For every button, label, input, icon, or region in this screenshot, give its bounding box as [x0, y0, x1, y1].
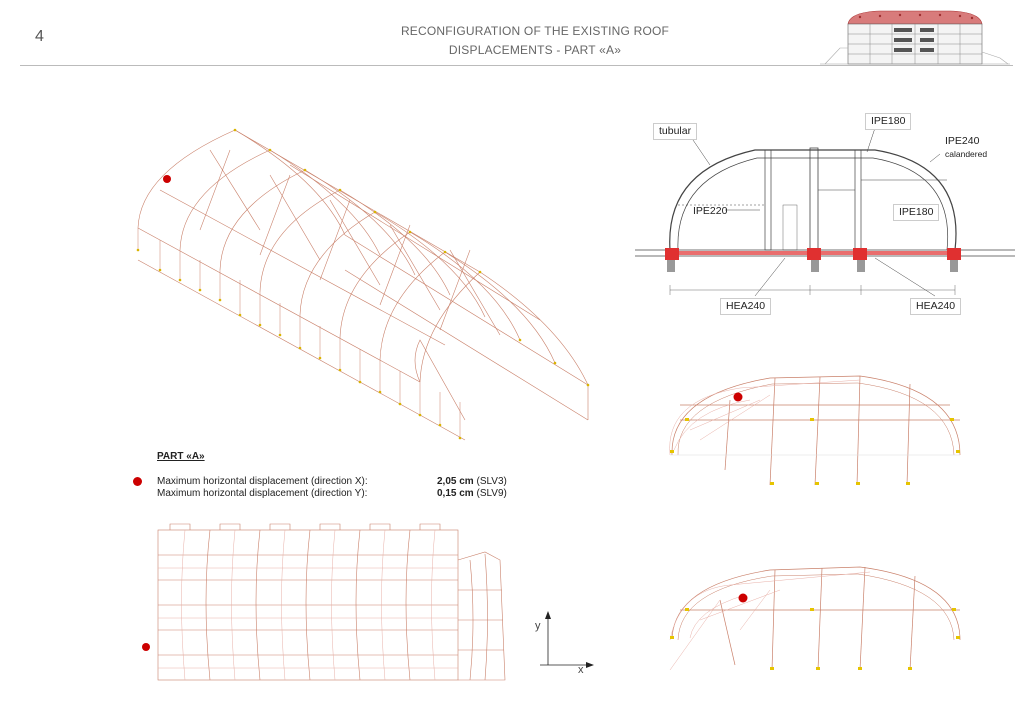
displacement-y-value: 0,15 cm [437, 488, 474, 499]
displacement-x-label: Maximum horizontal displacement (directi… [157, 476, 368, 487]
part-a-title: PART «A» [157, 451, 205, 462]
plan-view-deformed [142, 523, 506, 681]
displacement-y-label: Maximum horizontal displacement (directi… [157, 488, 368, 499]
label-calandered: calandered [945, 149, 988, 159]
building-thumbnail [820, 10, 1010, 65]
label-ipe180-top: IPE180 [865, 113, 912, 130]
cross-section-drawing [635, 127, 1015, 297]
label-ipe240: IPE240 calandered [940, 134, 993, 162]
max-displacement-marker [163, 175, 171, 183]
isometric-model-3d [136, 128, 590, 441]
deformed-front-view-y [669, 566, 961, 671]
displacement-x-value: 2,05 cm [437, 476, 474, 487]
label-ipe220: IPE220 [693, 205, 728, 217]
displacement-y-combo: (SLV9) [476, 488, 507, 499]
page-number: 4 [35, 28, 44, 45]
title-line-1: RECONFIGURATION OF THE EXISTING ROOF [400, 24, 670, 38]
label-hea240-right: HEA240 [910, 298, 962, 315]
red-marker-legend-icon [133, 477, 142, 486]
header-divider [20, 65, 1013, 66]
page-title: RECONFIGURATION OF THE EXISTING ROOF DIS… [360, 22, 710, 60]
xy-axes-icon [540, 611, 594, 668]
displacement-row-x: Maximum horizontal displacement (directi… [157, 476, 507, 487]
title-line-2: DISPLACEMENTS - PART «A» [448, 43, 622, 57]
label-ipe240-name: IPE240 [945, 135, 980, 147]
label-tubular: tubular [653, 123, 698, 140]
axis-y-label: y [535, 620, 541, 632]
displacement-x-combo: (SLV3) [476, 476, 507, 487]
max-displacement-marker-plan [142, 643, 150, 651]
label-hea240-left: HEA240 [720, 298, 772, 315]
displacement-row-y: Maximum horizontal displacement (directi… [157, 488, 507, 499]
max-displacement-marker-front-y [738, 593, 748, 603]
deformed-front-view-x [669, 375, 961, 486]
max-displacement-marker-front [733, 392, 743, 402]
axis-x-label: x [578, 664, 584, 676]
label-ipe180-right: IPE180 [893, 204, 940, 221]
